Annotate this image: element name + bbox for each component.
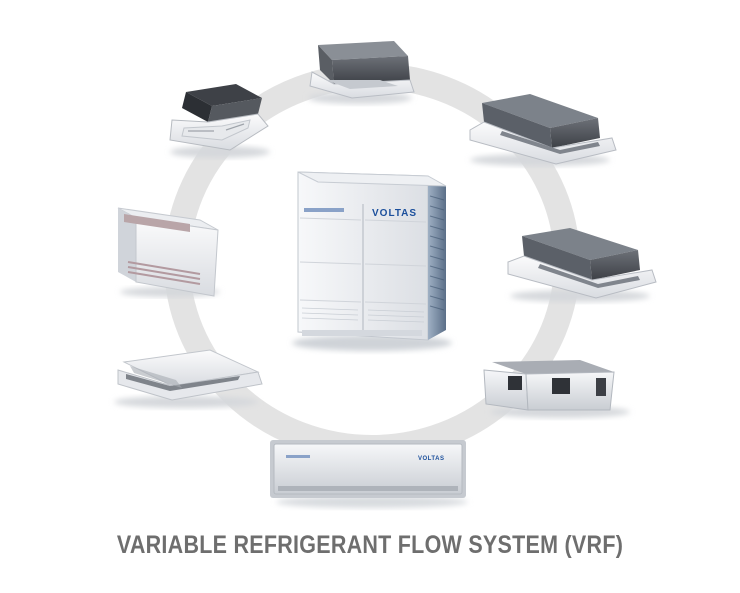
ducted-unit [483, 360, 630, 418]
ceiling-suspended-unit [114, 349, 263, 408]
cassette-2way-top-right [469, 94, 617, 166]
outdoor-unit: VOLTAS [292, 171, 452, 351]
outdoor-logo: VOLTAS [372, 208, 417, 219]
cassette-2way-right [507, 228, 657, 302]
wall-split-logo: VOLTAS [418, 456, 444, 462]
figure-caption: VARIABLE REFRIGERANT FLOW SYSTEM (VRF) [116, 531, 624, 559]
floor-standing-unit [117, 207, 220, 297]
cassette-top-left [169, 84, 270, 158]
wall-split-unit: VOLTAS [270, 440, 468, 508]
cassette-4way-top [308, 41, 415, 104]
